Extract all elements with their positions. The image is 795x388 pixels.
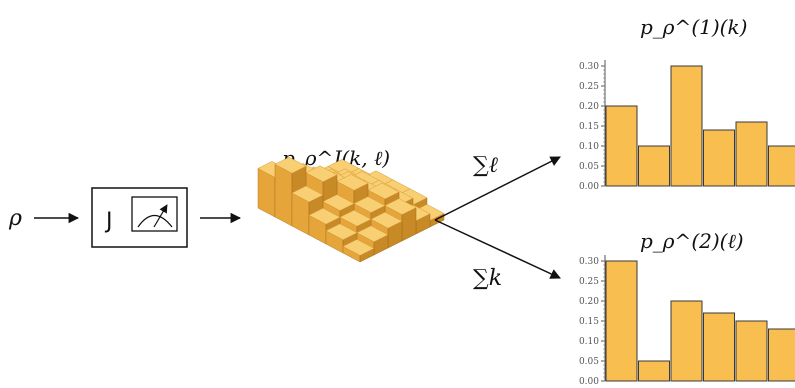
y-tick-label: 0.20 [579, 297, 599, 307]
marginal-2-bar-chart: 0.00 0.05 0.10 0.15 0.20 0.25 0.30 [579, 255, 795, 387]
sum-over-k-label: ∑k [473, 266, 502, 291]
y-tick-label: 0.30 [579, 257, 599, 267]
y-tick-label: 0.30 [579, 62, 599, 72]
y-tick-label: 0.20 [579, 102, 599, 112]
arrow-to-marginal-2 [434, 219, 561, 279]
bar [735, 320, 768, 382]
y-tick-label: 0.25 [579, 82, 599, 92]
y-tick-label: 0.00 [579, 182, 599, 192]
bar [638, 360, 670, 382]
marginal-1-title: p_ρ^(1)(k) [640, 15, 747, 39]
arrow-to-marginal-1 [434, 156, 561, 221]
bar [703, 312, 735, 382]
bar [638, 145, 670, 187]
sum-over-l-label: ∑ℓ [473, 153, 499, 178]
bar [670, 300, 703, 382]
bar [768, 145, 795, 187]
bar [605, 105, 638, 187]
measurement-symbol: J [104, 209, 113, 234]
y-tick-label: 0.25 [579, 277, 599, 287]
bar [605, 260, 638, 382]
rho-label: ρ [8, 206, 22, 231]
bar [670, 65, 703, 187]
joint-distribution-3d-plot [257, 156, 445, 263]
y-tick-label: 0.10 [579, 142, 599, 152]
y-tick-label: 0.15 [579, 317, 599, 327]
bar [768, 328, 795, 382]
marginal-1-bar-chart: 0.00 0.05 0.10 0.15 0.20 0.25 0.30 [579, 60, 795, 192]
marginal-2-title: p_ρ^(2)(ℓ) [640, 229, 744, 253]
y-tick-label: 0.10 [579, 337, 599, 347]
meter-icon [131, 196, 178, 232]
bar [703, 129, 735, 187]
y-tick-label: 0.15 [579, 122, 599, 132]
y-tick-label: 0.05 [579, 162, 599, 172]
block [342, 239, 375, 263]
y-tick-label: 0.05 [579, 357, 599, 367]
y-tick-label: 0.00 [579, 377, 599, 387]
measurement-device: J [91, 187, 188, 248]
bar [735, 121, 768, 187]
